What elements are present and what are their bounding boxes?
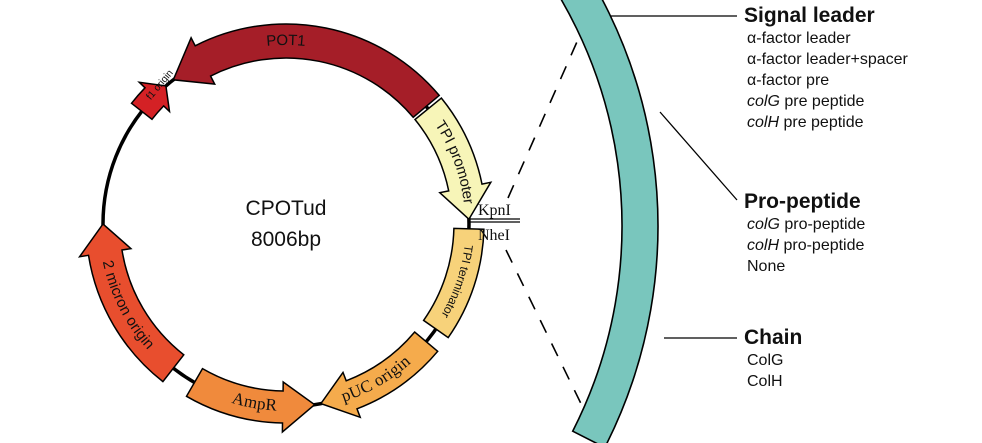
signal-leader-option: α-factor pre	[747, 72, 830, 89]
ampr-arrow	[185, 367, 316, 434]
tpi-terminator-block	[422, 227, 485, 339]
plasmid-name: CPOTud	[246, 197, 327, 220]
zoom-line-top	[507, 34, 581, 199]
pro-peptide-heading: Pro-peptide	[744, 190, 861, 213]
legend-pro-peptide: Pro-peptide colG pro-peptide colH pro-pep…	[744, 190, 865, 277]
gene-name: colG	[747, 216, 780, 233]
signal-leader-option: colH pre peptide	[747, 114, 864, 131]
signal-leader-option: α-factor leader+spacer	[747, 51, 908, 68]
pot1-label: POT1	[266, 32, 307, 50]
chain-option: ColH	[747, 373, 783, 390]
puc-origin-arrow	[319, 330, 439, 419]
gene-name: colG	[747, 93, 780, 110]
chain-options: ColG ColH	[744, 350, 802, 392]
chain-segment	[560, 0, 659, 443]
pro-peptide-option: colH pro-peptide	[747, 237, 865, 254]
signal-leader-options: α-factor leader α-factor leader+spacer α-f…	[744, 28, 908, 133]
signal-leader-heading: Signal leader	[744, 4, 875, 27]
pot1-arrow	[172, 23, 441, 119]
f1-origin-arrow	[130, 81, 171, 121]
chain-option: ColG	[747, 352, 784, 369]
legend-chain: Chain ColG ColH	[744, 326, 802, 392]
chain-heading: Chain	[744, 326, 803, 349]
two-micron-origin-arrow	[77, 222, 185, 383]
signal-leader-option: α-factor leader	[747, 30, 851, 47]
signal-leader-option: colG pre peptide	[747, 93, 865, 110]
pro-peptide-pointer	[659, 111, 738, 201]
plasmid-size: 8006bp	[251, 228, 321, 251]
gene-name: colH	[747, 237, 780, 254]
nhei-label: NheI	[478, 227, 510, 244]
gene-name: colH	[747, 114, 780, 131]
kpni-label: KpnI	[478, 202, 511, 219]
zoom-line-bottom	[505, 249, 588, 417]
pro-peptide-option: colG pro-peptide	[747, 216, 866, 233]
pro-peptide-option: None	[747, 258, 786, 275]
